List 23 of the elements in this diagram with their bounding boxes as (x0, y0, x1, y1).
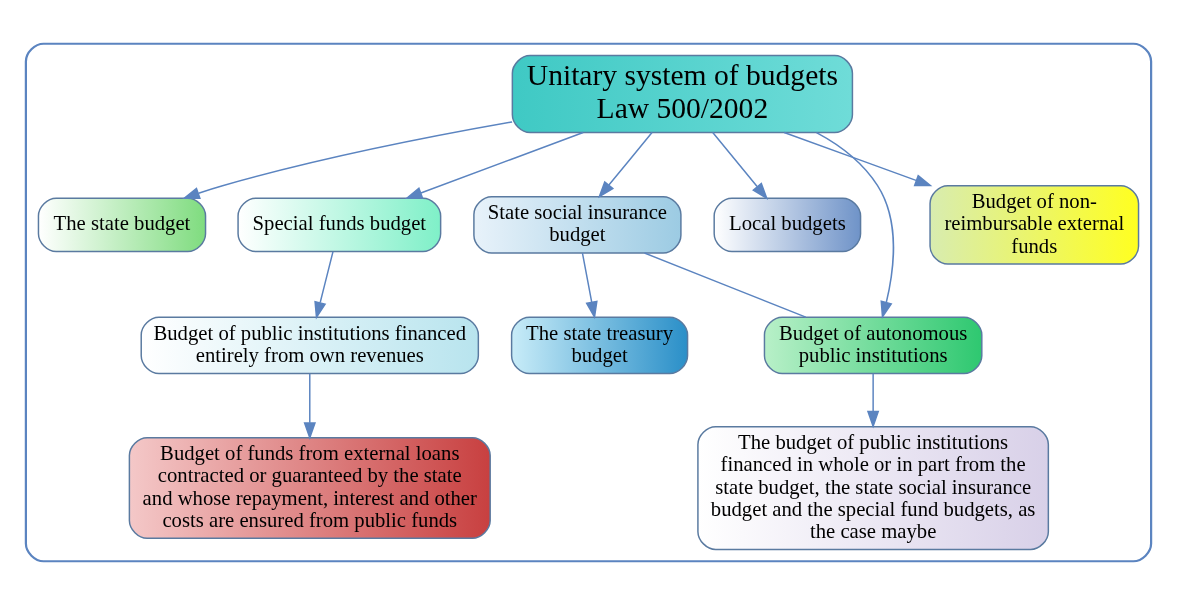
node-box: State social insurance budget (473, 195, 682, 254)
arrow (581, 251, 598, 319)
node-box: The state treasury budget (510, 316, 689, 374)
arrow (815, 131, 895, 319)
node-box: Budget of public institutions financed entirely from own revenues (140, 316, 480, 374)
node-box: Unitary system of budgets Law 500/2002 (511, 54, 854, 133)
arrow (712, 131, 769, 200)
arrow (866, 372, 880, 428)
cluster (24, 42, 1153, 562)
node-box: Budget of autonomous public institutions (763, 316, 983, 374)
node-box: The budget of public institutions financed in whole or in part from the state budget, the state social insurance budget and the special fund budgets, as the case maybe (697, 425, 1050, 550)
arrow (597, 131, 653, 198)
connector (643, 251, 807, 318)
arrow (783, 131, 933, 186)
arrow (303, 372, 316, 440)
node-box: The state budget (37, 197, 207, 252)
node-box: Local budgets (713, 197, 862, 252)
arrow (314, 250, 334, 319)
node-box: Budget of funds from external loans contracted or guaranteed by the state and whose repayment, interest and other costs are ensured from public funds (128, 436, 491, 539)
arrow (182, 120, 513, 199)
node-box: Special funds budget (237, 197, 442, 252)
node-box: Budget of non-reimbursable external funds (929, 184, 1140, 265)
arrow (404, 131, 584, 199)
